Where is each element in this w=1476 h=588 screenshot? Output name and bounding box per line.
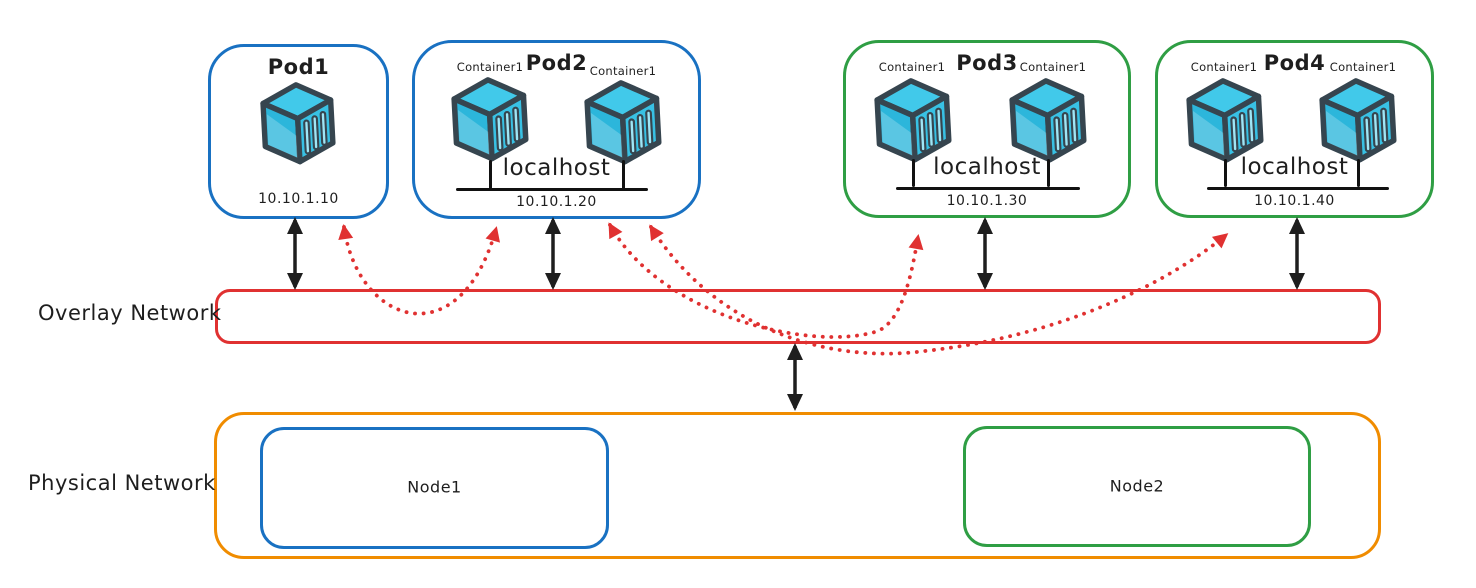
cube-bus-stem [622,160,625,189]
cube-bus-stem [489,160,492,189]
pod3-box: Pod3 Container1 Container1 localhost 10.… [843,40,1131,218]
physical-network-box: Node1 Node2 [214,412,1381,559]
pod4-container1-label: Container1 [1190,60,1258,74]
pod3-localhost-label: localhost [933,154,1041,180]
pod1-box: Pod1 10.10.1.10 [208,44,389,219]
pod3-ip: 10.10.1.30 [946,193,1028,209]
localhost-bus-line [896,187,1080,190]
overlay-network-label: Overlay Network [38,301,222,325]
cube-bus-stem [1357,159,1360,187]
container-cube-icon [1184,76,1266,166]
container-cube-icon [449,75,531,165]
pod2-title: Pod2 [525,51,588,75]
node1-box: Node1 [260,427,609,549]
pod3-title: Pod3 [956,51,1018,75]
pod4-localhost-label: localhost [1240,154,1349,180]
pod3-container2-label: Container1 [1019,60,1087,74]
cube-bus-stem [1224,159,1227,187]
container-cube-icon [1317,76,1399,166]
container-cube-icon [1007,76,1089,166]
pod4-box: Pod4 Container1 Container1 localhost 10.… [1155,40,1434,218]
pod2-box: Pod2 Container1 Container1 localhost 10.… [412,40,701,219]
physical-network-label: Physical Network [28,471,216,495]
pod1-title: Pod1 [267,55,330,79]
pod2-container1-label: Container1 [456,60,524,74]
localhost-bus-line [1207,187,1389,190]
container-cube-icon [872,76,954,166]
pod4-title: Pod4 [1263,51,1326,75]
pod4-container2-label: Container1 [1329,60,1397,74]
pod3-container1-label: Container1 [878,60,946,74]
node1-label: Node1 [407,477,462,497]
pod1-ip: 10.10.1.10 [258,191,339,207]
localhost-bus-line [456,188,648,191]
pod4-ip: 10.10.1.40 [1254,193,1335,209]
container-cube-icon [258,80,338,168]
node2-box: Node2 [963,426,1311,547]
pod2-ip: 10.10.1.20 [516,194,597,210]
overlay-network-box [215,289,1381,344]
pod2-localhost-label: localhost [502,155,611,181]
pod2-container2-label: Container1 [589,64,657,78]
node2-label: Node2 [1109,476,1165,496]
cube-bus-stem [1047,159,1050,187]
cube-bus-stem [912,159,915,187]
